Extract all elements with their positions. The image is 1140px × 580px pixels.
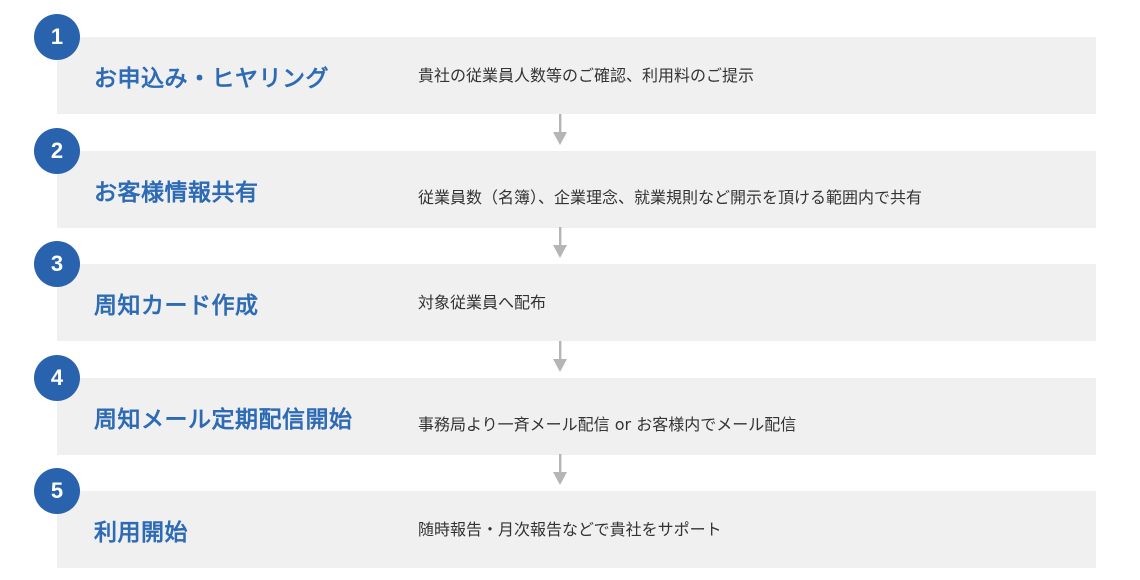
step-number-badge: 1 <box>34 14 80 60</box>
arrow-down-icon <box>553 341 567 372</box>
arrow-down-icon <box>553 454 567 485</box>
step-description: 従業員数（名簿）、企業理念、就業規則など開示を頂ける範囲内で共有 <box>418 187 923 207</box>
step-number-badge: 5 <box>34 468 80 514</box>
step-2: 2 お客様情報共有 従業員数（名簿）、企業理念、就業規則など開示を頂ける範囲内で… <box>34 128 1096 228</box>
step-description: 対象従業員へ配布 <box>418 292 547 312</box>
arrow-down-icon <box>553 114 567 145</box>
step-description: 事務局より一斉メール配信 or お客様内でメール配信 <box>418 414 797 434</box>
step-5: 5 利用開始 随時報告・月次報告などで貴社をサポート <box>34 468 1096 568</box>
step-title: 周知メール定期配信開始 <box>94 406 353 433</box>
step-title: お申込み・ヒヤリング <box>94 65 329 92</box>
step-description: 貴社の従業員人数等のご確認、利用料のご提示 <box>418 65 755 85</box>
step-title: お客様情報共有 <box>94 179 259 206</box>
step-number-badge: 4 <box>34 355 80 401</box>
step-4: 4 周知メール定期配信開始 事務局より一斉メール配信 or お客様内でメール配信 <box>34 355 1096 455</box>
step-1: 1 お申込み・ヒヤリング 貴社の従業員人数等のご確認、利用料のご提示 <box>34 14 1096 114</box>
step-number-badge: 2 <box>34 128 80 174</box>
step-description: 随時報告・月次報告などで貴社をサポート <box>418 519 722 539</box>
arrow-down-icon <box>553 227 567 258</box>
step-title: 周知カード作成 <box>94 292 259 319</box>
step-3: 3 周知カード作成 対象従業員へ配布 <box>34 241 1096 341</box>
step-title: 利用開始 <box>94 519 188 546</box>
step-number-badge: 3 <box>34 241 80 287</box>
